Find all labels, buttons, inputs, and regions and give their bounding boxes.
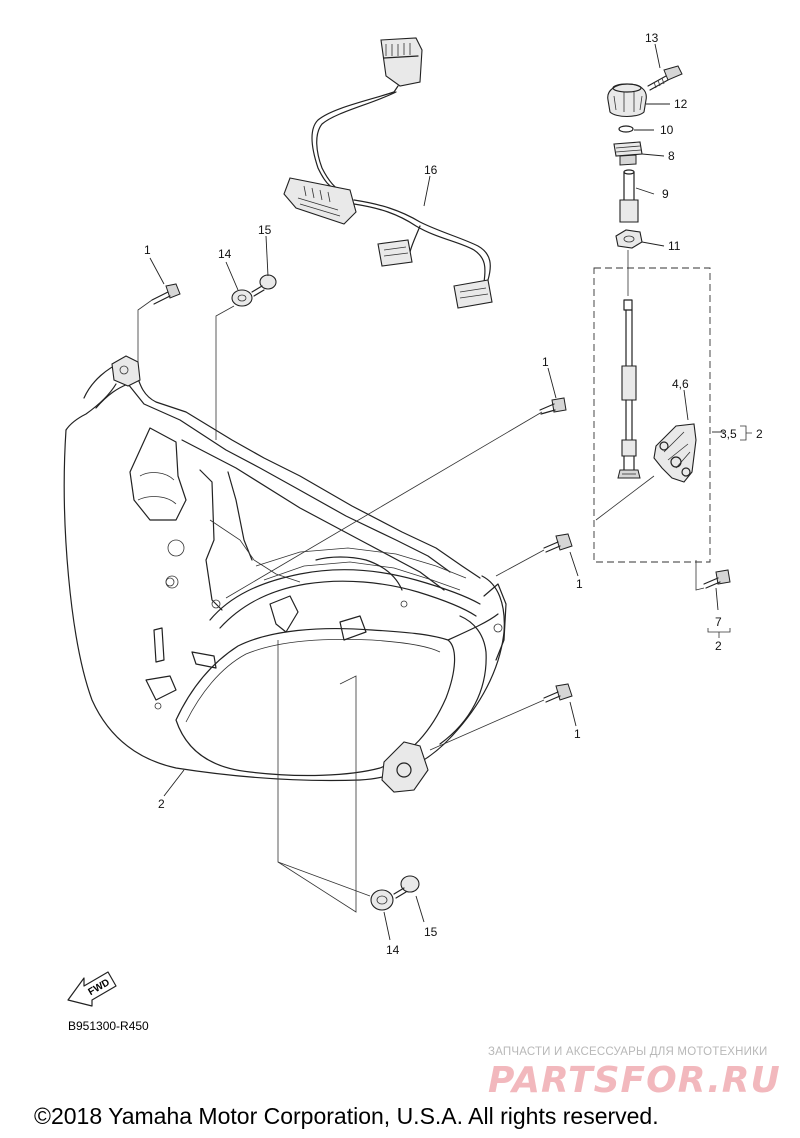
callout-10: 10 bbox=[660, 123, 674, 137]
adjuster-stack bbox=[607, 65, 683, 296]
callout-2-under-7: 2 bbox=[715, 639, 722, 653]
callout-4-6: 4,6 bbox=[672, 377, 689, 391]
screw-1-right-mid bbox=[543, 533, 573, 553]
adjuster-assembly-group bbox=[593, 267, 752, 563]
watermark-tagline: ЗАПЧАСТИ И АКСЕССУАРЫ ДЛЯ МОТОТЕХНИКИ bbox=[488, 1046, 768, 1058]
shaft-9 bbox=[619, 169, 639, 223]
watermark-logo: PARTSFOR.RU bbox=[488, 1060, 781, 1101]
leader-lines bbox=[137, 43, 731, 941]
callout-2-housing: 2 bbox=[158, 797, 165, 811]
callout-14-bottom: 14 bbox=[386, 943, 400, 957]
copyright: ©2018 Yamaha Motor Corporation, U.S.A. A… bbox=[34, 1103, 659, 1129]
harness-connector-right bbox=[453, 279, 493, 309]
screw-1-right-low bbox=[543, 683, 573, 703]
callout-3-5: 3,5 bbox=[720, 427, 737, 441]
adjuster-bracket-4-6 bbox=[653, 423, 697, 483]
wiring-harness bbox=[283, 37, 493, 309]
harness-connector-mid bbox=[377, 239, 413, 267]
callout-14-top: 14 bbox=[218, 247, 232, 261]
grommet-14-bottom bbox=[370, 889, 394, 911]
drawing-code: B951300-R450 bbox=[68, 1019, 149, 1033]
o-ring-10 bbox=[618, 125, 634, 133]
collar-15-top bbox=[251, 274, 277, 297]
harness-connector-left bbox=[283, 177, 357, 225]
callout-9: 9 bbox=[662, 187, 669, 201]
nut-11 bbox=[615, 229, 643, 249]
headlight-housing bbox=[63, 355, 507, 793]
watermark: ЗАПЧАСТИ И АКСЕССУАРЫ ДЛЯ МОТОТЕХНИКИ PA… bbox=[488, 1046, 781, 1101]
fwd-label: FWD bbox=[87, 977, 112, 998]
callout-1-center: 1 bbox=[542, 355, 549, 369]
grommet-14-top bbox=[231, 289, 253, 307]
callout-13: 13 bbox=[645, 31, 659, 45]
callout-12: 12 bbox=[674, 97, 688, 111]
fwd-arrow: FWD bbox=[67, 971, 117, 1007]
screw-7 bbox=[703, 569, 731, 589]
callout-16: 16 bbox=[424, 163, 438, 177]
callout-7: 7 bbox=[715, 615, 722, 629]
bushing-8 bbox=[613, 141, 643, 166]
callout-1-right-mid: 1 bbox=[576, 577, 583, 591]
callout-1-right-low: 1 bbox=[574, 727, 581, 741]
callout-11: 11 bbox=[668, 239, 681, 253]
callout-15-bottom: 15 bbox=[424, 925, 438, 939]
callout-15-top: 15 bbox=[258, 223, 272, 237]
callout-8: 8 bbox=[668, 149, 675, 163]
collar-15-bottom bbox=[393, 875, 420, 899]
callout-1-top-left: 1 bbox=[144, 243, 151, 257]
callout-2-bracket: 2 bbox=[756, 427, 763, 441]
screw-1-top-left bbox=[151, 283, 181, 305]
screw-13 bbox=[647, 65, 683, 91]
cap-12 bbox=[607, 83, 647, 118]
harness-connector-top bbox=[380, 37, 423, 93]
screw-1-center bbox=[539, 397, 567, 415]
